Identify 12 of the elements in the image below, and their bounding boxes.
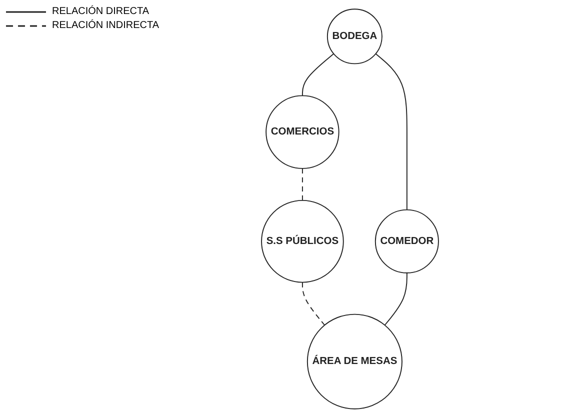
node-circle: BODEGA: [326, 8, 382, 64]
node-circle: COMEDOR: [374, 209, 439, 274]
connector: [302, 53, 334, 96]
node-circle: S.S PÚBLICOS: [261, 200, 344, 283]
connector: [384, 272, 408, 326]
node-circle: ÁREA DE MESAS: [306, 314, 402, 410]
connector: [375, 53, 408, 210]
node-circle: COMERCIOS: [266, 95, 340, 169]
legend-label: RELACIÓN DIRECTA: [52, 6, 150, 17]
legend-label: RELACIÓN INDIRECTA: [52, 20, 160, 31]
connector: [302, 282, 326, 326]
connector: [302, 168, 303, 201]
